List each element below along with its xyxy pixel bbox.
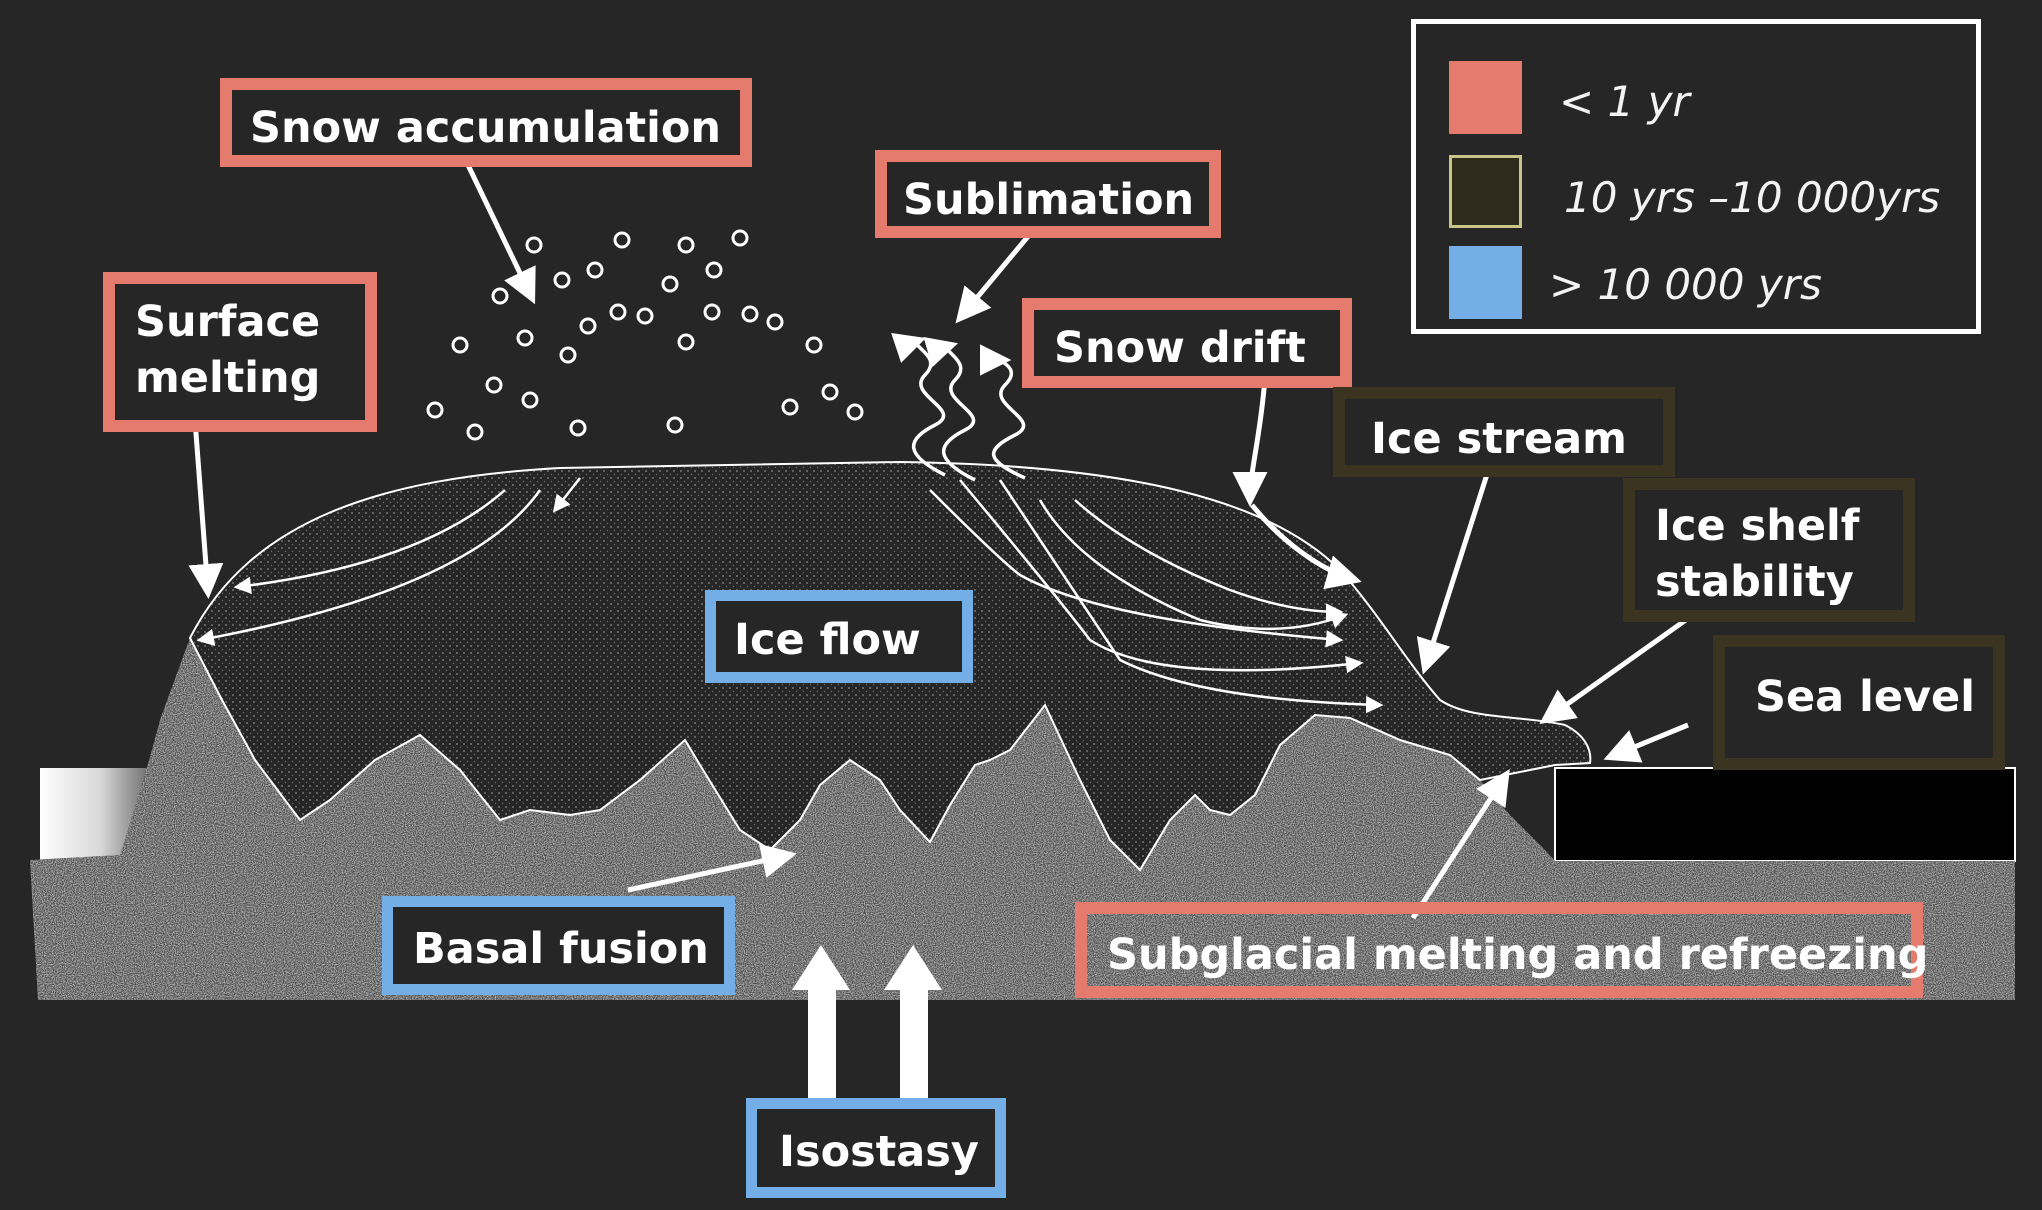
legend-label-medium: 10 yrs –10 000yrs: [1564, 173, 1941, 222]
ice-flow-lines: [196, 477, 1384, 714]
ocean-right: [1554, 767, 2016, 862]
label-ice-stream: Ice stream: [1333, 387, 1675, 477]
arrow-sea-level: [1603, 722, 1689, 763]
legend-swatch-medium: [1449, 155, 1522, 228]
label-sea-level: Sea level: [1713, 635, 2005, 770]
arrow-snow-drift-curve: [1250, 503, 1362, 590]
label-subglacial-melting: Subglacial melting and refreezing: [1075, 902, 1928, 998]
isostasy-arrow-left: [792, 945, 850, 1098]
arrow-sublimation: [955, 232, 1032, 324]
arrow-snow-accumulation: [465, 163, 536, 305]
arrow-ice-shelf: [1539, 614, 1692, 725]
label-snow-drift: Snow drift: [1022, 298, 1352, 388]
legend-label-short: < 1 yr: [1559, 77, 1690, 126]
sublimation-vapour: [891, 333, 1026, 482]
legend-swatch-short: [1449, 61, 1522, 134]
label-ice-flow: Ice flow: [705, 590, 973, 683]
label-surface-melting: Surface melting: [103, 272, 377, 432]
legend-swatch-long: [1449, 246, 1522, 319]
label-sublimation: Sublimation: [875, 150, 1221, 238]
annotation-arrows: [188, 163, 1692, 920]
isostasy-arrow-right: [884, 945, 942, 1098]
label-ice-shelf-stability: Ice shelf stability: [1623, 478, 1915, 622]
isostasy-arrows: [792, 945, 942, 1098]
label-snow-accumulation: Snow accumulation: [220, 78, 752, 167]
label-basal-fusion: Basal fusion: [382, 896, 735, 995]
label-isostasy: Isostasy: [746, 1098, 1006, 1198]
arrow-basal-fusion: [627, 843, 797, 893]
ocean: [40, 767, 2016, 862]
arrow-surface-melting: [188, 419, 224, 599]
legend-label-long: > 10 000 yrs: [1549, 260, 1822, 309]
arrow-snow-drift: [1232, 377, 1268, 507]
arrow-ice-stream: [1416, 464, 1493, 675]
snowflakes: [426, 229, 864, 441]
legend: < 1 yr 10 yrs –10 000yrs > 10 000 yrs: [1411, 19, 1981, 334]
arrow-subglacial: [1410, 769, 1510, 920]
